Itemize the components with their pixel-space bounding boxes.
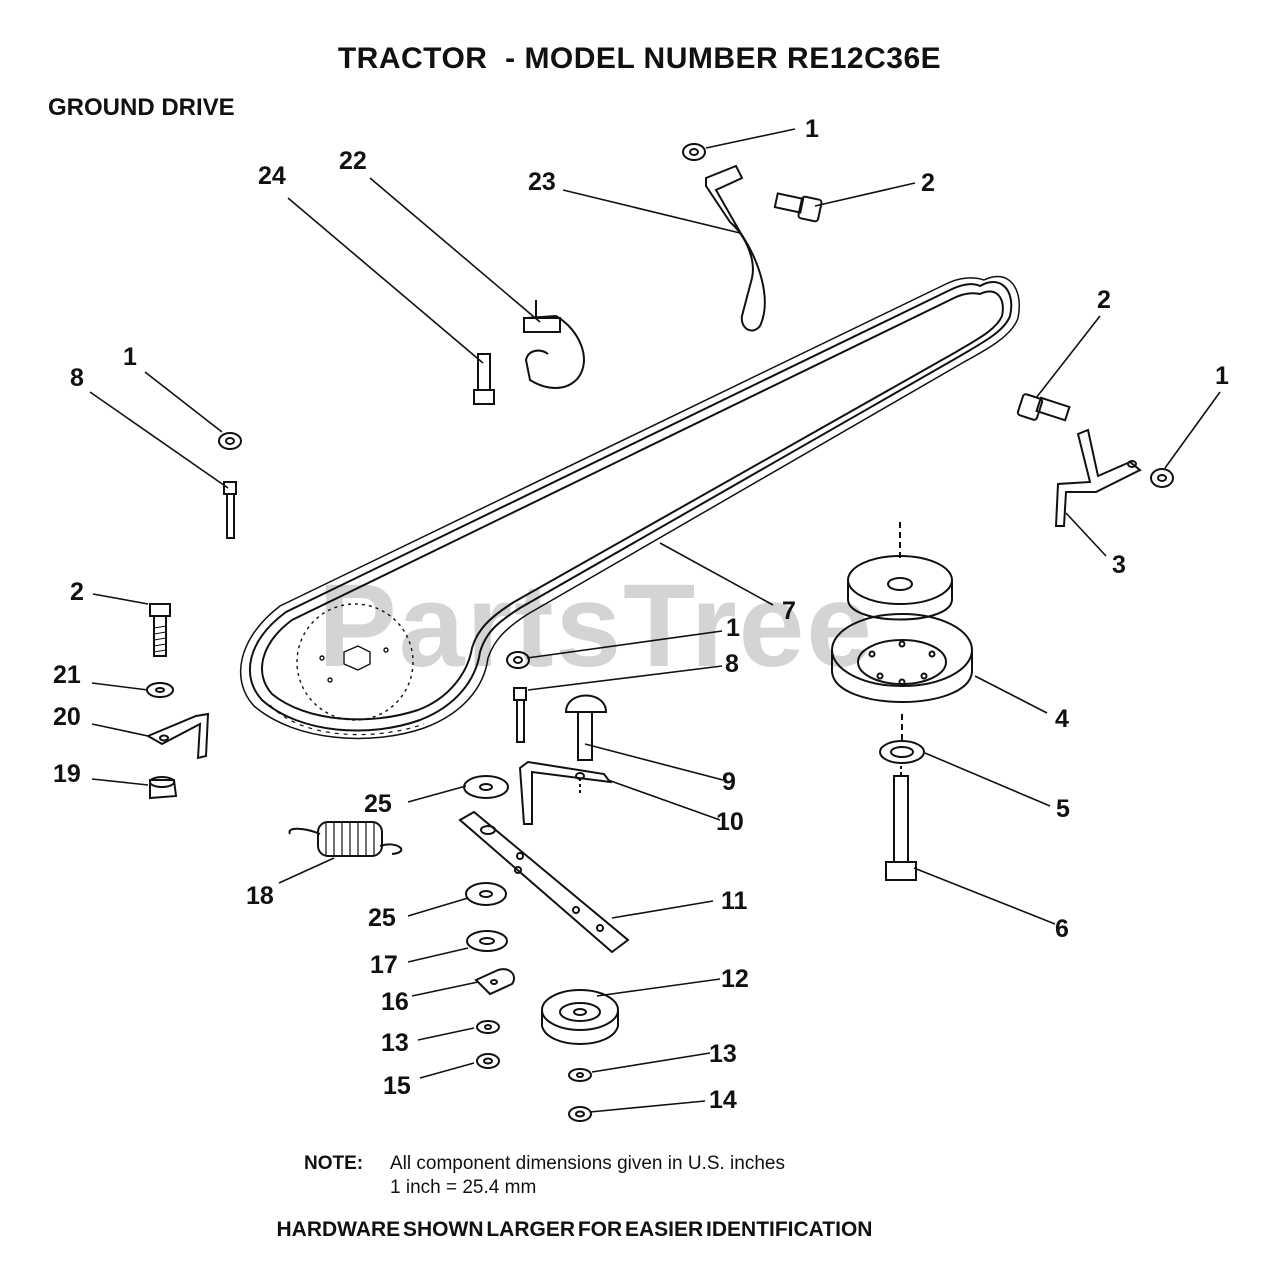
- dimension-note: NOTE: All component dimensions given in U…: [304, 1153, 785, 1198]
- callout-11: 11: [721, 887, 748, 915]
- page-title: TRACTOR - MODEL NUMBER RE12C36E: [337, 42, 942, 75]
- lock-nut-icon: [476, 1053, 500, 1069]
- callout-18: 18: [246, 882, 274, 910]
- callout-14: 14: [709, 1086, 737, 1114]
- carriage-bolt-icon: [564, 694, 608, 761]
- callout-8-mid: 8: [725, 650, 739, 678]
- callout-5: 5: [1056, 795, 1070, 823]
- hook-bracket-icon: [705, 164, 766, 332]
- callout-23: 23: [528, 168, 556, 196]
- idler-arm-icon: [458, 810, 630, 954]
- callout-3: 3: [1112, 551, 1126, 579]
- callout-16: 16: [381, 988, 409, 1016]
- callout-4: 4: [1055, 705, 1069, 733]
- note-line1: All component dimensions given in U.S. i…: [390, 1153, 785, 1174]
- callout-13-right: 13: [709, 1040, 737, 1068]
- bolt-icon: [149, 603, 171, 657]
- idler-pulley-icon: [541, 989, 619, 1045]
- callout-24: 24: [258, 162, 286, 190]
- note-label: NOTE:: [304, 1153, 364, 1174]
- small-washer-icon: [568, 1068, 592, 1082]
- note-line2: 1 inch = 25.4 mm: [390, 1177, 537, 1198]
- callout-8-left: 8: [70, 364, 84, 392]
- callout-7: 7: [782, 597, 796, 625]
- double-pulley-icon: [831, 522, 973, 740]
- bolt-icon: [1016, 393, 1071, 422]
- callout-25-a: 25: [364, 790, 392, 818]
- washer-icon: [146, 682, 174, 698]
- lock-washer-icon: [879, 740, 925, 764]
- callout-2-left: 2: [70, 578, 84, 606]
- callout-17: 17: [370, 951, 398, 979]
- clip-icon: [474, 968, 516, 996]
- flange-nut-icon: [149, 776, 178, 800]
- callout-1-mid: 1: [726, 614, 740, 642]
- hex-nut-icon: [1150, 468, 1174, 488]
- flat-washer-icon: [466, 930, 508, 952]
- engine-pulley: [296, 603, 414, 721]
- spring-icon: [288, 821, 403, 857]
- idler-bracket-icon: [518, 760, 613, 825]
- pin-icon: [513, 687, 527, 743]
- callout-6: 6: [1055, 915, 1069, 943]
- hex-nut-icon: [568, 1106, 592, 1122]
- hex-nut-icon: [506, 651, 530, 669]
- callout-15: 15: [383, 1072, 411, 1100]
- callout-21: 21: [53, 661, 81, 689]
- callout-25-b: 25: [368, 904, 396, 932]
- callout-1-left: 1: [123, 343, 137, 371]
- callout-9: 9: [722, 768, 736, 796]
- hardware-note: HARDWARE SHOWN LARGER FOR EASIER IDENTIF…: [276, 1218, 873, 1241]
- hex-nut-icon: [218, 432, 242, 450]
- callout-12: 12: [721, 965, 749, 993]
- v-belt: [239, 275, 1020, 740]
- washer-icon: [463, 775, 509, 799]
- watermark: PartsTree: [318, 560, 874, 692]
- washer-icon: [465, 882, 507, 906]
- callout-20: 20: [53, 703, 81, 731]
- callout-2-right: 2: [1097, 286, 1111, 314]
- callout-2: 2: [921, 169, 935, 197]
- hex-nut-icon: [682, 143, 706, 161]
- long-bolt-icon: [885, 766, 917, 881]
- callout-19: 19: [53, 760, 81, 788]
- screw-icon: [473, 353, 495, 405]
- callout-13-left: 13: [381, 1029, 409, 1057]
- belt-guide-icon: [145, 712, 210, 760]
- callout-10: 10: [716, 808, 744, 836]
- callout-22: 22: [339, 147, 367, 175]
- callout-1: 1: [805, 115, 819, 143]
- bracket-icon: [1054, 428, 1142, 527]
- bolt-icon: [773, 192, 823, 223]
- small-washer-icon: [476, 1020, 500, 1034]
- section-title: GROUND DRIVE: [48, 94, 235, 121]
- callout-1-right: 1: [1215, 362, 1229, 390]
- pin-icon: [223, 481, 237, 539]
- hook-icon: [523, 300, 585, 389]
- leader-lines: [89, 128, 1221, 1113]
